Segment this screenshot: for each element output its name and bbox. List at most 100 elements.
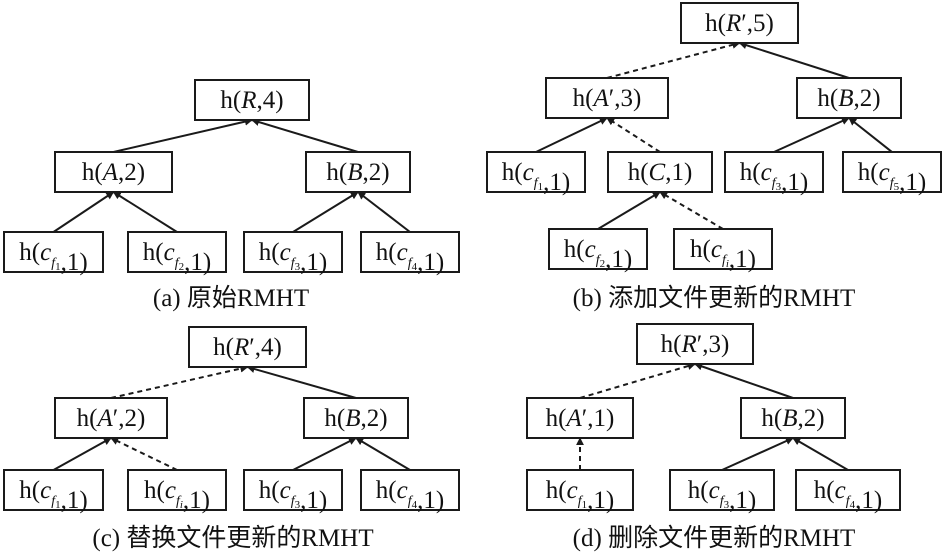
- node-a-A: h(A,2): [54, 151, 173, 193]
- node-label: h(B,2): [817, 85, 880, 112]
- node-label: h(A,2): [82, 159, 145, 186]
- node-label: h(A′,1): [546, 405, 615, 432]
- node-label: h(C,1): [628, 159, 693, 186]
- edge-b-f5-to-b-B: [848, 117, 893, 153]
- edge-a-f1-to-a-A: [52, 191, 115, 233]
- label-text: ,1): [729, 487, 756, 514]
- label-variable: c: [397, 239, 408, 266]
- node-label: h(A′,2): [77, 405, 146, 432]
- label-subscript: f: [578, 494, 584, 509]
- label-subscript: f: [408, 256, 414, 271]
- label-subscript-index: 3: [776, 181, 782, 193]
- node-label: h(cf1,1): [19, 477, 87, 514]
- label-variable: R: [681, 331, 697, 358]
- node-c-f3: h(cf3,1): [243, 469, 343, 514]
- node-box: [842, 151, 942, 193]
- edge-a-f4-to-a-B: [357, 191, 411, 233]
- label-subscript: f: [890, 176, 896, 191]
- label-text: h(: [220, 87, 241, 114]
- label-text: ′,2): [113, 405, 146, 432]
- node-c-f1: h(cf1,1): [3, 469, 104, 514]
- label-variable: c: [280, 477, 291, 504]
- label-text: ,1): [543, 169, 570, 196]
- label-text: ,1): [300, 249, 327, 276]
- node-label: h(R′,4): [213, 334, 282, 361]
- label-text: h(: [573, 85, 594, 112]
- edge-a-f2-to-a-A: [112, 191, 178, 233]
- node-box: [194, 79, 310, 121]
- node-box: [243, 469, 343, 511]
- label-variable: c: [711, 236, 722, 263]
- node-box: [54, 151, 173, 193]
- node-c-fi: h(cfi,1): [127, 469, 227, 514]
- label-variable: A: [101, 159, 119, 186]
- edge-c-f3-to-c-B: [292, 437, 357, 471]
- edge-b-C-to-b-A: [606, 117, 661, 153]
- label-subscript-index: 3: [724, 499, 730, 511]
- node-label: h(B,2): [326, 159, 389, 186]
- label-text: h(: [761, 405, 782, 432]
- node-label: h(cf1,1): [546, 477, 614, 514]
- node-box: [243, 231, 343, 273]
- label-text: ,1): [587, 487, 614, 514]
- node-label: h(R,4): [220, 87, 283, 114]
- label-variable: c: [879, 159, 890, 186]
- label-variable: R: [240, 87, 256, 114]
- edge-d-f3-to-d-B: [721, 437, 794, 471]
- node-box: [526, 469, 634, 511]
- node-label: h(cfi,1): [690, 236, 756, 273]
- label-variable: c: [397, 477, 408, 504]
- node-box: [607, 151, 713, 193]
- node-box: [360, 231, 460, 273]
- node-b-B: h(B,2): [796, 77, 902, 119]
- label-text: ,2): [854, 85, 881, 112]
- node-box: [486, 151, 586, 193]
- node-label: h(cf4,1): [376, 239, 444, 276]
- node-b-C: h(C,1): [607, 151, 713, 193]
- node-box: [673, 228, 773, 270]
- label-text: ,1): [855, 487, 882, 514]
- node-box: [526, 397, 634, 439]
- node-label: h(cf1,1): [19, 239, 87, 276]
- label-subscript: f: [846, 494, 852, 509]
- label-text: h(: [690, 236, 711, 263]
- node-box: [548, 228, 648, 270]
- node-label: h(cf3,1): [688, 477, 756, 514]
- label-subscript: f: [291, 256, 297, 271]
- label-subscript-index: 1: [55, 261, 61, 273]
- node-c-f4: h(cf4,1): [360, 469, 460, 514]
- node-d-B: h(B,2): [740, 397, 846, 439]
- label-variable: B: [345, 405, 360, 432]
- edge-b-A-to-b-root: [606, 40, 741, 79]
- node-d-f1: h(cf1,1): [526, 469, 634, 514]
- node-box: [680, 2, 799, 44]
- edge-d-B-to-d-root: [694, 362, 794, 399]
- label-text: ,1): [665, 159, 692, 186]
- label-text: ,1): [61, 487, 88, 514]
- label-subscript-index: 1: [538, 181, 544, 193]
- label-text: h(: [628, 159, 649, 186]
- node-label: h(R′,5): [705, 10, 774, 37]
- node-box: [636, 323, 754, 365]
- node-label: h(cf5,1): [858, 159, 926, 196]
- node-box: [127, 469, 227, 511]
- label-variable: R: [725, 10, 741, 37]
- node-label: h(cf3,1): [259, 477, 327, 514]
- node-d-A: h(A′,1): [526, 397, 634, 439]
- label-subscript: f: [51, 494, 57, 509]
- label-subscript-index: 2: [600, 258, 606, 270]
- label-variable: c: [40, 477, 51, 504]
- label-subscript: f: [51, 256, 57, 271]
- label-subscript-index: i: [726, 258, 729, 270]
- label-subscript: f: [408, 494, 414, 509]
- node-box: [740, 397, 846, 439]
- label-subscript-index: 4: [412, 499, 418, 511]
- edge-b-f1-to-b-A: [535, 117, 608, 153]
- label-text: h(: [858, 159, 879, 186]
- label-subscript-index: 1: [55, 499, 61, 511]
- label-variable: c: [164, 239, 175, 266]
- label-subscript-index: 3: [295, 499, 301, 511]
- label-text: h(: [688, 477, 709, 504]
- node-label: h(R′,3): [661, 331, 730, 358]
